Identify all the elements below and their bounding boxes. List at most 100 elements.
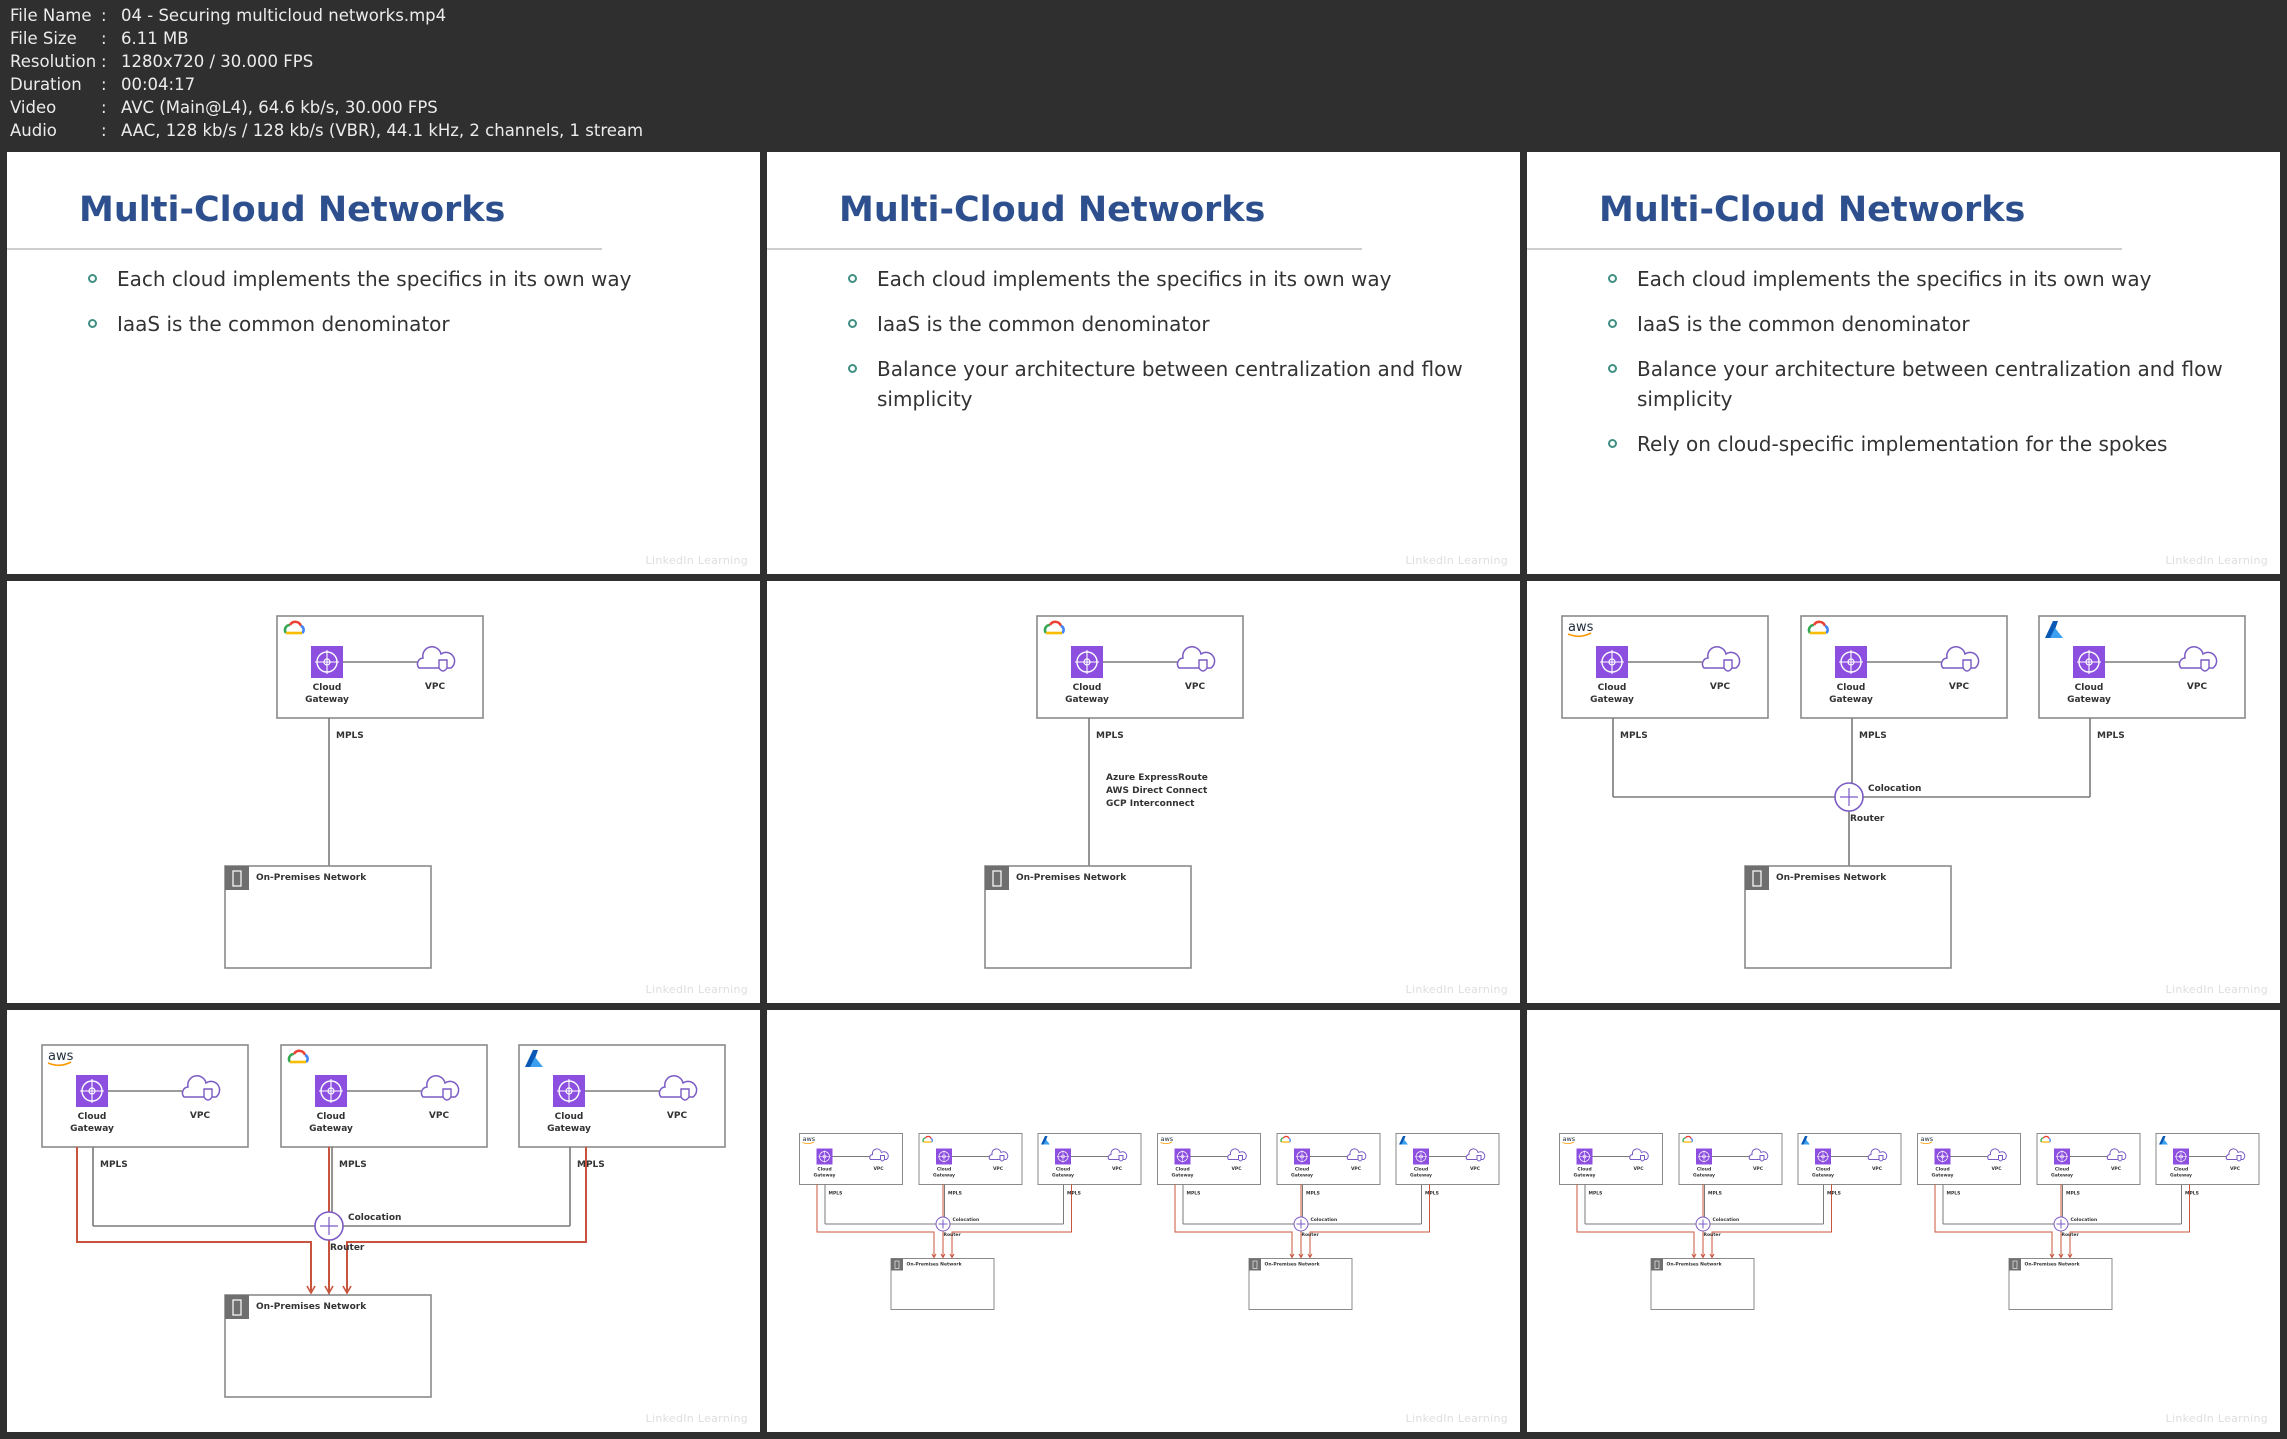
bullet-item: IaaS is the common denominator [845, 309, 1485, 339]
gcp-logo-blue [930, 1137, 933, 1143]
on-premises-label: On-Premises Network [907, 1262, 963, 1268]
watermark: LinkedIn Learning [1405, 983, 1508, 996]
gcp-logo-blue [1690, 1137, 1693, 1143]
vpc-shield-icon [1759, 1155, 1765, 1162]
mpls-label: MPLS [1620, 731, 1648, 741]
cloud-gateway-label: Gateway [1065, 695, 1109, 705]
gcp-logo-red [1282, 1135, 1290, 1139]
watermark: LinkedIn Learning [2165, 1412, 2268, 1425]
interconnect-label: Azure ExpressRoute [1106, 773, 1208, 783]
colocation-label: Colocation [2071, 1217, 2098, 1223]
vpc-label: VPC [1949, 682, 1970, 692]
router-label: Router [1850, 814, 1885, 824]
red-arrow-head [2049, 1253, 2055, 1259]
red-arrow-head [324, 1285, 334, 1295]
vpc-shield-icon [1238, 1155, 1243, 1162]
bullet-circle-icon [88, 274, 97, 283]
on-premises-frame [1650, 1258, 1755, 1310]
aws-logo-icon: aws [1160, 1135, 1174, 1145]
router-icon [935, 1216, 951, 1232]
router-label: Router [944, 1232, 962, 1238]
on-premises-frame [984, 865, 1192, 969]
vpc-shield-icon [1998, 1155, 2003, 1162]
cloud-gateway-label: Gateway [305, 695, 349, 705]
vpc-label: VPC [1351, 1166, 1362, 1172]
building-icon [1651, 1258, 1663, 1271]
mpls-label: MPLS [339, 1160, 367, 1170]
bullet-text: Each cloud implements the specifics in i… [117, 267, 632, 291]
bullet-list: Each cloud implements the specifics in i… [1605, 264, 2245, 474]
red-arrow-head [2058, 1253, 2064, 1259]
thumbnail-slide-3[interactable]: Multi-Cloud Networks Each cloud implemen… [1527, 152, 2280, 574]
azure-logo-right [2050, 628, 2063, 638]
vpc-label: VPC [2187, 682, 2208, 692]
colocation-label: Colocation [1868, 784, 1921, 794]
bullet-item: IaaS is the common denominator [1605, 309, 2245, 339]
bullet-text: Each cloud implements the specifics in i… [1637, 267, 2152, 291]
mpls-label: MPLS [1589, 1191, 1603, 1197]
router-label: Router [330, 1243, 365, 1253]
red-arrow-head [949, 1253, 955, 1259]
aws-logo-text: aws [1563, 1135, 1576, 1143]
cloud-gateway-label: Gateway [933, 1173, 955, 1179]
vpc-label: VPC [1231, 1166, 1242, 1172]
on-premises-frame [890, 1258, 995, 1310]
building-icon [2009, 1258, 2021, 1271]
thumbnail-slide-1[interactable]: Multi-Cloud Networks Each cloud implemen… [7, 152, 760, 574]
vpc-label: VPC [190, 1111, 211, 1121]
vpc-label: VPC [1470, 1166, 1481, 1172]
on-premises-label: On-Premises Network [1016, 873, 1127, 883]
azure-logo-left [1041, 1136, 1048, 1145]
thumbnail-slide-2[interactable]: Multi-Cloud Networks Each cloud implemen… [767, 152, 1520, 574]
cloud-gateway-label: Cloud [1935, 1167, 1949, 1173]
bullet-item: Rely on cloud-specific implementation fo… [1605, 429, 2245, 459]
file-info-separator: : [101, 98, 107, 117]
gcp-logo-red [288, 620, 303, 627]
vpc-label: VPC [667, 1111, 688, 1121]
bullet-circle-icon [848, 364, 857, 373]
vpc-label: VPC [425, 682, 446, 692]
aws-logo-text: aws [1568, 620, 1594, 635]
vpc-shield-icon [1723, 659, 1733, 672]
aws-logo-smile [802, 1141, 815, 1145]
gcp-logo-icon [2040, 1135, 2051, 1143]
bullet-item: IaaS is the common denominator [85, 309, 725, 339]
building-icon [1249, 1258, 1261, 1271]
red-arrow-head [1709, 1253, 1715, 1259]
file-info-label: Video [10, 98, 57, 117]
on-premises-frame [224, 1294, 432, 1398]
vpc-shield-icon [1476, 1155, 1482, 1162]
vpc-shield-icon [2236, 1155, 2242, 1162]
cloud-gateway-label: Cloud [1837, 683, 1866, 693]
cloud-gateway-label: Cloud [1697, 1167, 1711, 1173]
azure-logo-left [2045, 621, 2058, 638]
mpls-label: MPLS [1306, 1191, 1320, 1197]
vpc-shield-icon [1118, 1155, 1124, 1162]
on-premises-box: On-Premises Network [984, 865, 1192, 969]
gcp-logo-green [922, 1137, 926, 1143]
aws-logo-text: aws [803, 1135, 816, 1143]
vpc-shield-icon [999, 1155, 1005, 1162]
red-arrow-head [1298, 1253, 1304, 1259]
building-icon [891, 1258, 903, 1271]
vpc-shield-icon [203, 1088, 213, 1101]
on-premises-box: On-Premises Network [224, 1294, 432, 1398]
bullet-circle-icon [848, 319, 857, 328]
vpc-shield-icon [1357, 1155, 1363, 1162]
red-arrow-head [1700, 1253, 1706, 1259]
red-arrow-head [1289, 1253, 1295, 1259]
bullet-text: IaaS is the common denominator [877, 312, 1210, 336]
file-info-separator: : [101, 6, 107, 25]
